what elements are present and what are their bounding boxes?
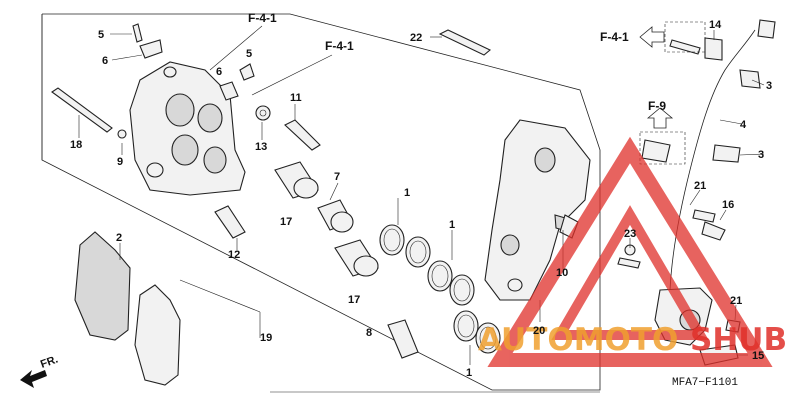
diagram-code: MFA7−F1101 <box>672 377 738 389</box>
brake-pads <box>74 231 181 386</box>
part-19: 19 <box>260 332 272 344</box>
pistons <box>274 161 379 277</box>
part-17a: 17 <box>280 216 292 228</box>
part-1b: 1 <box>449 219 455 231</box>
part-4: 4 <box>740 119 747 131</box>
part-21b: 21 <box>730 295 742 307</box>
caliper-bracket <box>484 119 591 301</box>
part-13: 13 <box>255 141 267 153</box>
part-12: 12 <box>228 249 240 261</box>
part-5b: 5 <box>246 48 252 60</box>
front-arrow: FR. <box>20 353 60 388</box>
watermark-text-b: SHUB <box>690 322 787 358</box>
part-20: 20 <box>533 325 545 337</box>
part-3a: 3 <box>766 80 772 92</box>
ref-f41-c: F-4-1 <box>600 30 629 44</box>
caliper-body <box>129 61 246 196</box>
part-8: 8 <box>366 327 372 339</box>
reference-markers <box>639 21 706 165</box>
part-7: 7 <box>334 171 340 183</box>
part-21a: 21 <box>694 180 706 192</box>
watermark-logo <box>487 136 773 367</box>
part-1c: 1 <box>466 367 472 379</box>
part-5a: 5 <box>98 29 104 41</box>
part-15: 15 <box>752 350 764 362</box>
part-10: 10 <box>556 267 568 279</box>
part-6a: 6 <box>102 55 108 67</box>
part-3b: 3 <box>758 149 764 161</box>
part-11: 11 <box>290 92 302 104</box>
watermark-text: AUTOMOTO <box>478 322 678 358</box>
ref-f41-a: F-4-1 <box>248 11 277 25</box>
ref-f9: F-9 <box>648 99 666 113</box>
part-18: 18 <box>70 139 82 151</box>
part-2: 2 <box>116 232 122 244</box>
part-14: 14 <box>709 19 722 31</box>
part-17b: 17 <box>348 294 360 306</box>
sensor-assembly <box>617 19 776 366</box>
part-22: 22 <box>410 32 422 44</box>
small-parts <box>51 23 579 359</box>
part-9: 9 <box>117 156 123 168</box>
seals <box>379 224 501 354</box>
front-label: FR. <box>39 353 60 370</box>
part-23: 23 <box>624 228 636 240</box>
part-1a: 1 <box>404 187 410 199</box>
part-6b: 6 <box>216 66 222 78</box>
part-16: 16 <box>722 199 734 211</box>
ref-f41-b: F-4-1 <box>325 39 354 53</box>
